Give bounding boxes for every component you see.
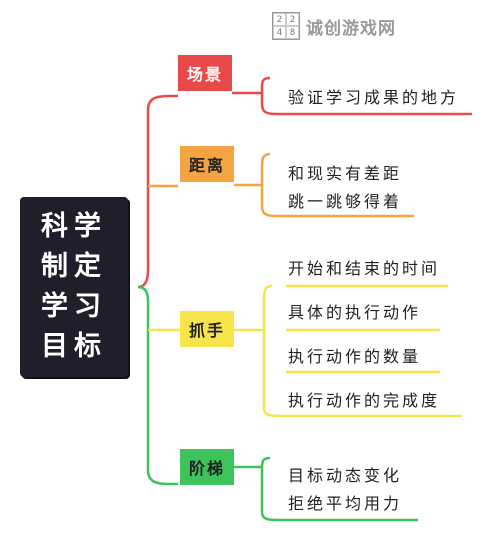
leaf-handle-1: 开始和结束的时间 [288,259,441,278]
watermark: 2 2 4 8 诚创游戏网 [272,12,396,40]
central-topic-line: 科学 [41,211,107,242]
branch-scene-tag: 场景 [178,55,232,91]
branch-handle-tag: 抓手 [180,311,234,347]
central-topic-line: 学习 [41,291,107,322]
bracket-ladder [260,456,418,522]
bracket-distance [260,152,414,218]
watermark-logo: 2 2 4 8 [272,12,300,40]
leaf-handle-4: 执行动作的完成度 [288,391,441,410]
connector-root-bottom [137,285,178,486]
leaf-ladder-2: 拒绝平均用力 [288,494,403,513]
leaf-scene-1: 验证学习成果的地方 [288,88,460,107]
leaf-distance-2: 跳一跳够得着 [288,192,403,211]
watermark-digit: 2 [286,13,299,26]
leaf-handle-2: 具体的执行动作 [288,303,422,322]
leaf-ladder-1: 目标动态变化 [288,466,403,485]
central-topic: 科学 制定 学习 目标 [20,197,128,377]
bracket-handle [262,284,462,418]
watermark-digit: 2 [273,13,286,26]
branch-ladder-tag: 阶梯 [180,449,234,485]
central-topic-line: 目标 [41,331,107,362]
watermark-digit: 4 [273,26,286,39]
central-topic-line: 制定 [41,251,107,282]
bracket-scene [260,76,472,116]
leaf-handle-3: 执行动作的数量 [288,347,422,366]
branch-distance-tag: 距离 [180,146,234,182]
leaf-distance-1: 和现实有差距 [288,164,403,183]
watermark-digit: 8 [286,26,299,39]
watermark-text: 诚创游戏网 [306,18,396,39]
connector-root-top [137,94,178,289]
